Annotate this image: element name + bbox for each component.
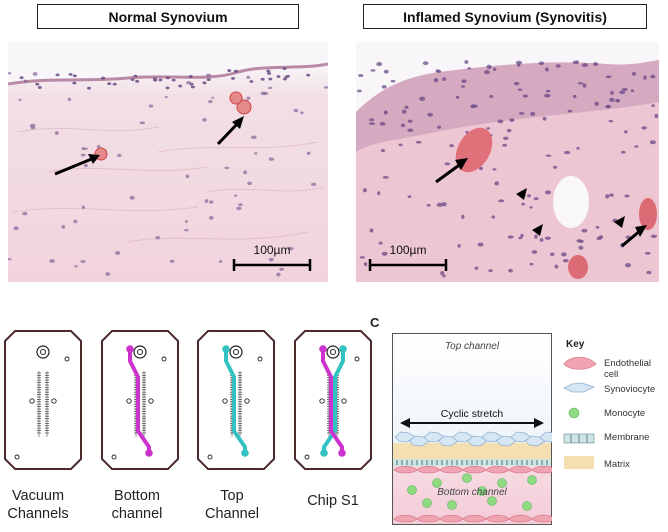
chip-diagrams [4, 330, 372, 470]
endothelial-cell-icon [563, 356, 597, 370]
cyclic-stretch-label: Cyclic stretch [440, 408, 504, 420]
chip-2 [197, 330, 275, 470]
normal-scale-bar-label: 100µm [254, 243, 291, 257]
chip-0 [4, 330, 82, 470]
chip-1 [101, 330, 179, 470]
synoviocyte-icon [563, 382, 596, 393]
bottom-channel-label: Bottom channel [437, 487, 507, 498]
inflamed-scale-bar-label: 100µm [390, 243, 427, 257]
channel-schematic [392, 333, 552, 525]
key-matrix-label: Matrix [604, 459, 630, 470]
inflamed-synovium-title: Inflamed Synovium (Synovitis) [363, 4, 647, 29]
chip-label-top: Top Channel [204, 488, 259, 522]
top-channel-label: Top channel [444, 341, 500, 352]
key-synoviocyte-label: Synoviocyte [604, 384, 656, 395]
key-monocyte-label: Monocyte [604, 408, 646, 419]
chip-3 [294, 330, 372, 470]
inflamed-synovium-image: 100µm [356, 42, 659, 282]
key-icons [563, 356, 597, 469]
membrane-icon [563, 433, 595, 444]
key-title: Key [566, 339, 585, 350]
chip-label-s1: Chip S1 [307, 493, 359, 509]
matrix-icon [564, 456, 594, 469]
monocyte-icon [568, 407, 580, 419]
normal-synovium-image: 100µm [8, 42, 328, 282]
panel-c-letter: C [370, 315, 380, 330]
key-membrane-label: Membrane [604, 432, 650, 443]
key-endothelial-label: Endothelial cell [604, 358, 652, 380]
normal-synovium-title: Normal Synovium [37, 4, 299, 29]
chip-label-vacuum: Vacuum Channels [7, 488, 69, 522]
chip-label-bottom: Bottom channel [111, 488, 163, 522]
